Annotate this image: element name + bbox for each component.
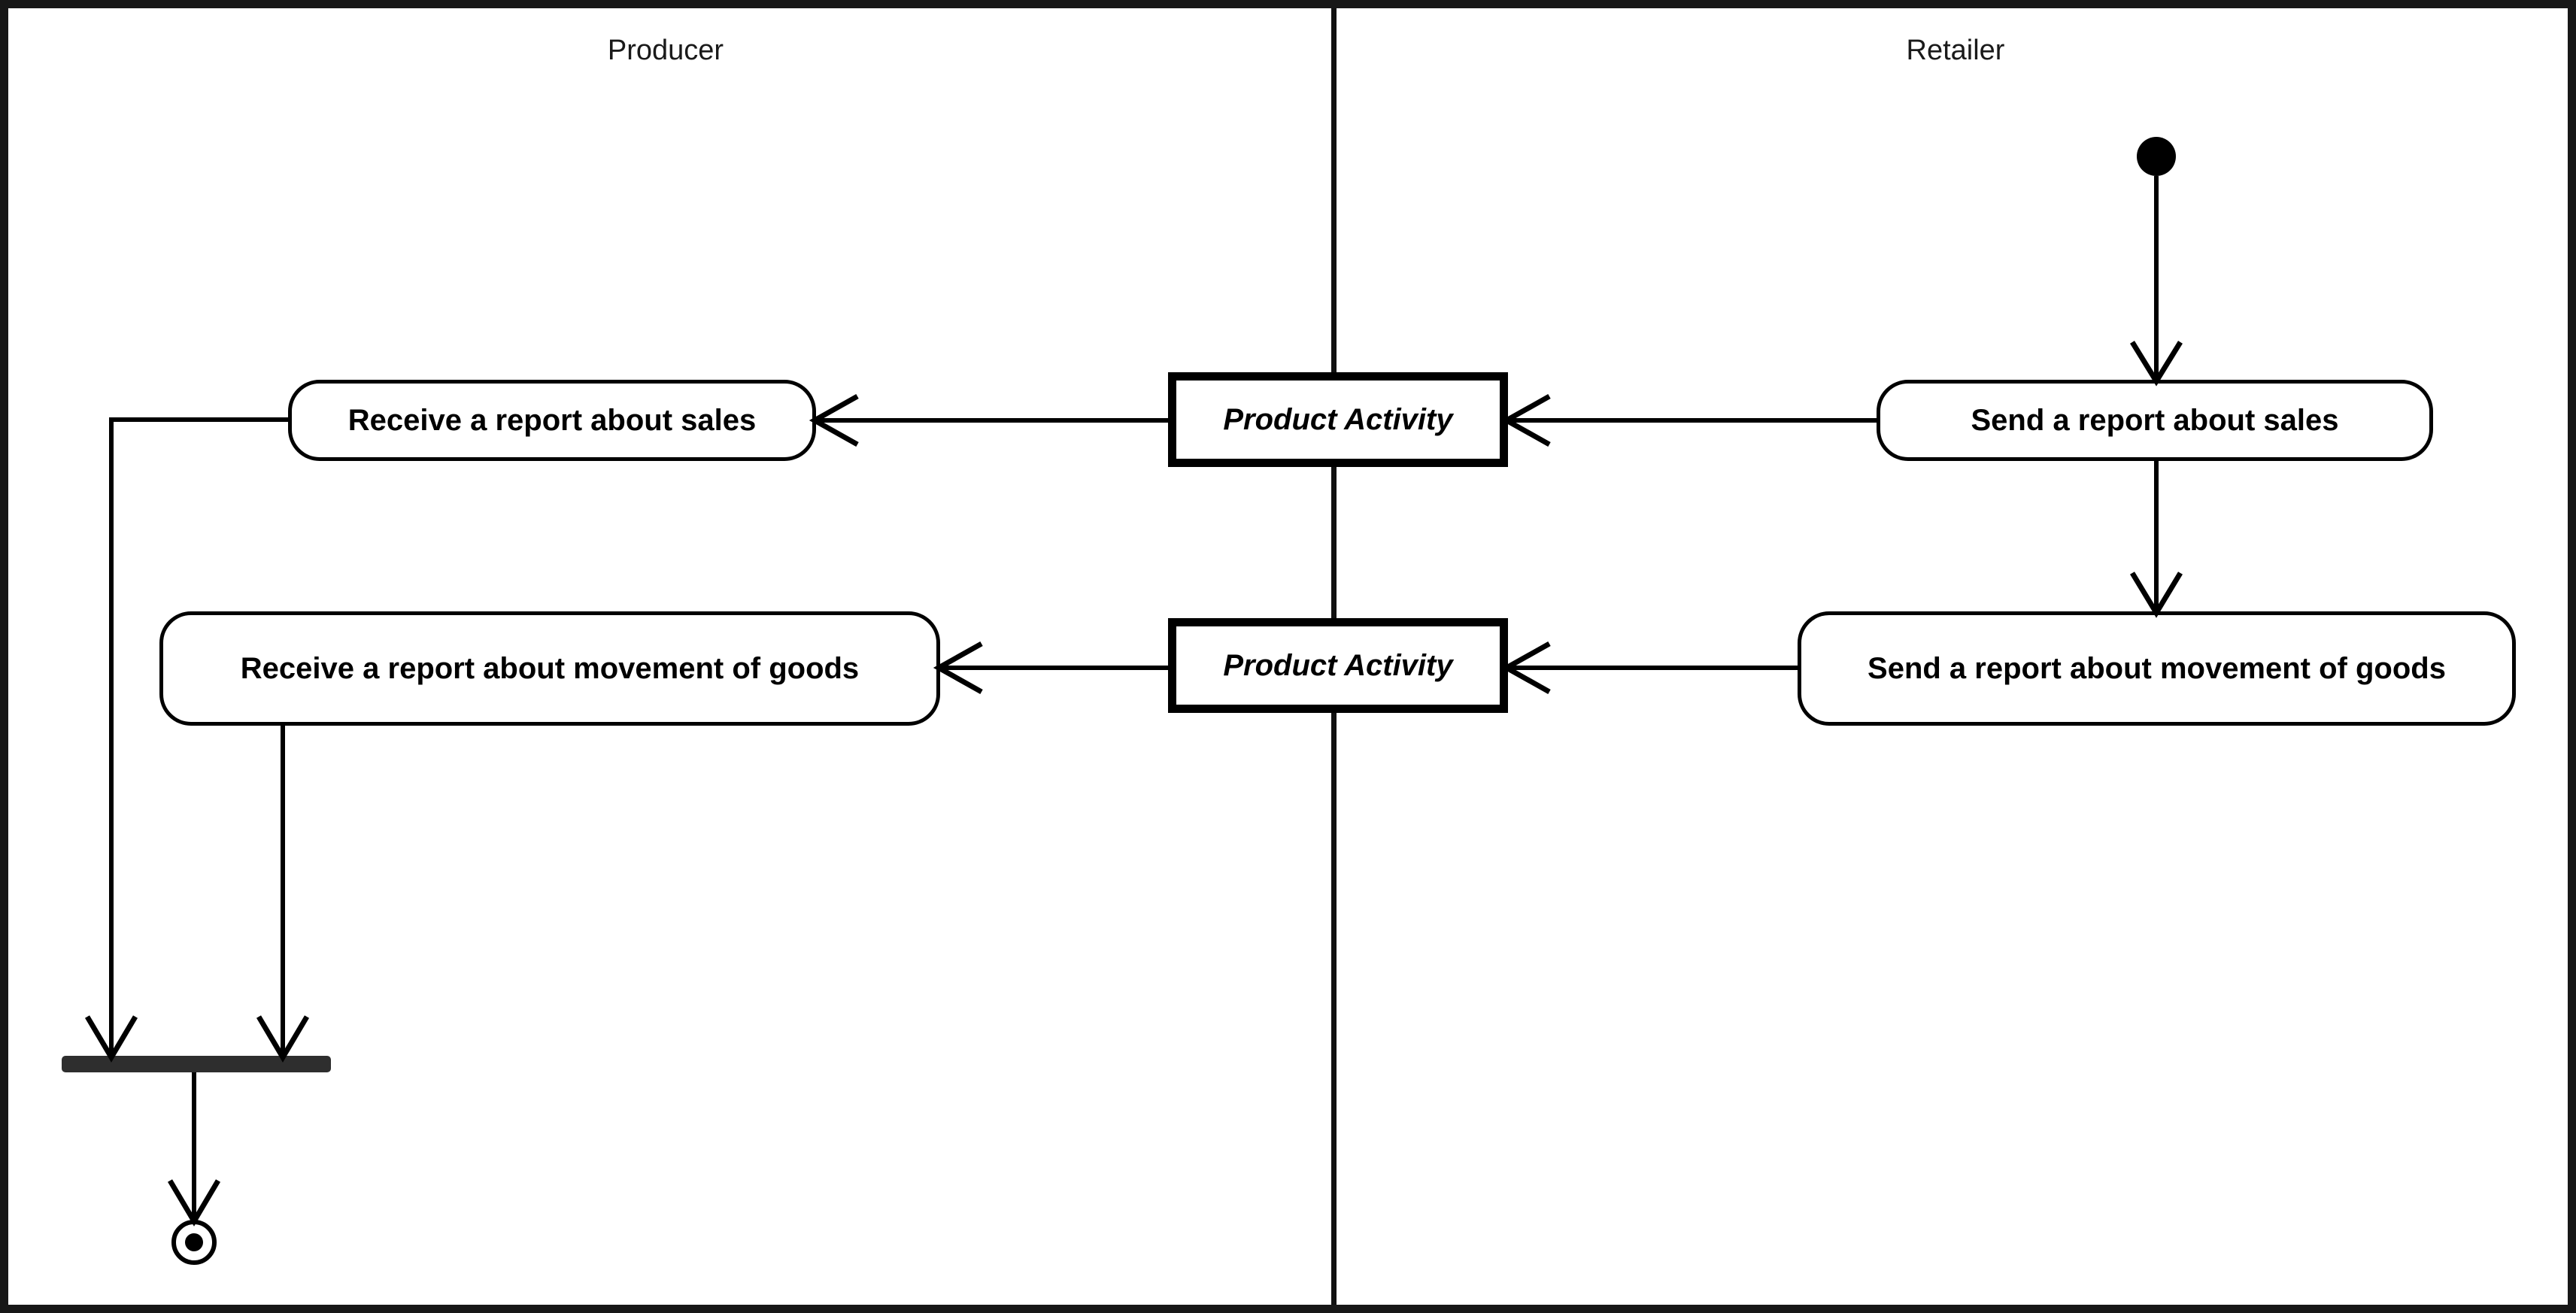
- action-receive-a-report-about-sales[interactable]: Receive a report about sales: [288, 380, 816, 461]
- action-receive-a-report-about-movement-of-goods[interactable]: Receive a report about movement of goods: [159, 611, 940, 726]
- swimlane-title-retailer: Retailer: [1906, 35, 2005, 66]
- swimlane-title-producer: Producer: [607, 35, 724, 66]
- action-send-a-report-about-movement-of-goods[interactable]: Send a report about movement of goods: [1798, 611, 2516, 726]
- activity-final-node[interactable]: [171, 1220, 217, 1265]
- signal-product-activity-sales[interactable]: Product Activity: [1168, 372, 1508, 467]
- action-send-a-report-about-sales[interactable]: Send a report about sales: [1877, 380, 2433, 461]
- initial-node[interactable]: [2137, 137, 2176, 176]
- activity-final-node-dot: [185, 1233, 203, 1251]
- join-bar[interactable]: [62, 1056, 331, 1072]
- signal-product-activity-movement[interactable]: Product Activity: [1168, 618, 1508, 713]
